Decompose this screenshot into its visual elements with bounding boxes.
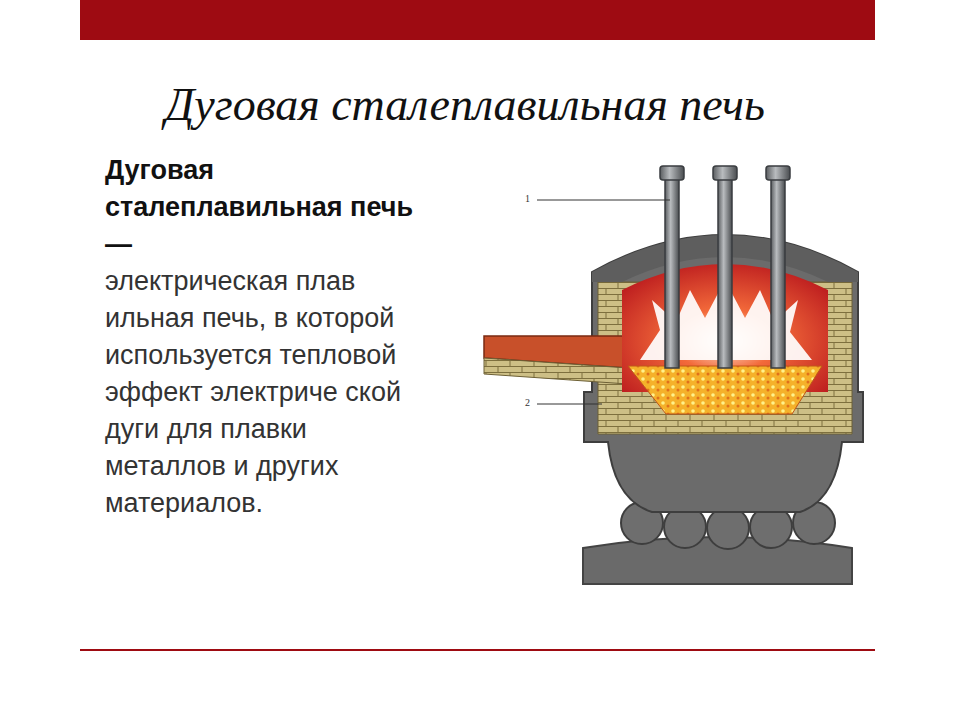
definition-text: электрическая плав ильная печь, в которо… xyxy=(105,263,425,522)
furnace xyxy=(484,166,863,584)
definition-term: Дуговая сталеплавильная печь — xyxy=(105,152,425,263)
callout-number: 1 xyxy=(524,193,531,204)
leader-line xyxy=(537,404,602,405)
leader-line xyxy=(537,200,670,201)
slide-title: Дуговая сталеплавильная печь xyxy=(165,78,765,131)
header-bar xyxy=(80,0,875,40)
footer-rule xyxy=(80,649,875,651)
callout-number: 2 xyxy=(524,397,531,408)
